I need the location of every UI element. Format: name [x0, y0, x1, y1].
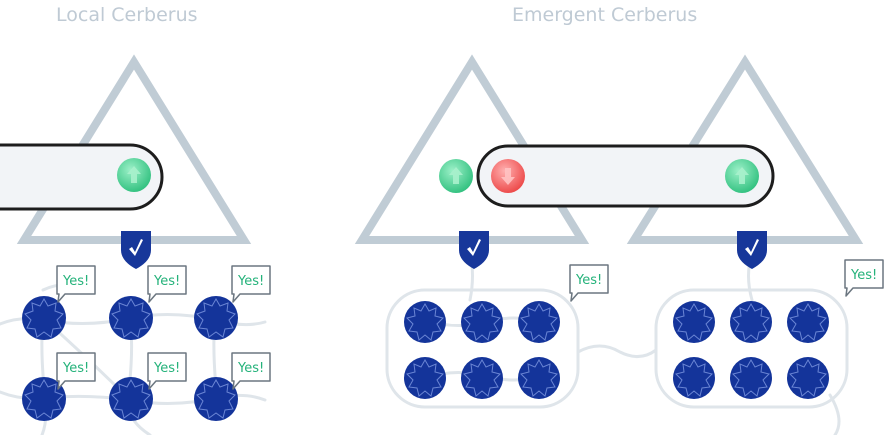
left-speech-bubbles: Yes! Yes! Yes! Yes! Yes! Yes!	[56, 265, 271, 390]
node	[518, 357, 560, 399]
right-speech-bubbles: Yes! Yes!	[569, 259, 884, 302]
down-arrow-icon	[501, 168, 515, 185]
bubble-text: Yes!	[575, 273, 602, 288]
local-cerberus-title: Local Cerberus	[56, 4, 198, 26]
right-green-dot-inside	[725, 159, 759, 193]
speech-bubble-icon: Yes!	[569, 264, 609, 302]
right-cluster-2	[654, 288, 849, 409]
speech-bubble-icon: Yes!	[231, 265, 271, 303]
node	[518, 301, 560, 343]
right-cluster-1	[385, 288, 580, 409]
bubble-text: Yes!	[62, 274, 89, 289]
node	[404, 357, 446, 399]
speech-bubble-icon: Yes!	[56, 352, 96, 390]
speech-bubble-icon: Yes!	[147, 265, 187, 303]
bubble-text: Yes!	[153, 274, 180, 289]
node	[404, 301, 446, 343]
bubble-text: Yes!	[850, 268, 877, 283]
node	[787, 357, 829, 399]
right-shield-check-icon-2	[737, 231, 767, 269]
node	[194, 296, 238, 340]
speech-bubble-icon: Yes!	[844, 259, 884, 297]
right-cluster-2-nodes	[673, 301, 829, 399]
node	[109, 296, 153, 340]
speech-bubble-icon: Yes!	[56, 265, 96, 303]
emergent-cerberus-title: Emergent Cerberus	[512, 4, 698, 26]
node	[461, 301, 503, 343]
node	[730, 301, 772, 343]
bubble-text: Yes!	[237, 361, 264, 376]
node	[22, 377, 66, 421]
right-capsule	[476, 144, 775, 208]
bubble-text: Yes!	[62, 361, 89, 376]
node	[461, 357, 503, 399]
up-arrow-icon	[449, 167, 463, 184]
node	[22, 296, 66, 340]
left-green-dot	[117, 158, 151, 192]
right-cluster-1-nodes	[404, 301, 560, 399]
left-node-grid	[22, 296, 238, 421]
up-arrow-icon	[127, 166, 141, 183]
speech-bubble-icon: Yes!	[231, 352, 271, 390]
left-shield-check-icon	[121, 231, 151, 269]
node	[109, 377, 153, 421]
up-arrow-icon	[735, 167, 749, 184]
right-red-dot	[491, 159, 525, 193]
node	[673, 357, 715, 399]
speech-bubble-icon: Yes!	[147, 352, 187, 390]
node-star	[24, 297, 64, 338]
right-shield-check-icon-1	[459, 231, 489, 269]
left-capsule	[0, 143, 164, 211]
bubble-text: Yes!	[153, 361, 180, 376]
node	[673, 301, 715, 343]
node	[730, 357, 772, 399]
node	[787, 301, 829, 343]
right-green-dot-outside	[439, 159, 473, 193]
bubble-text: Yes!	[237, 274, 264, 289]
node	[194, 377, 238, 421]
